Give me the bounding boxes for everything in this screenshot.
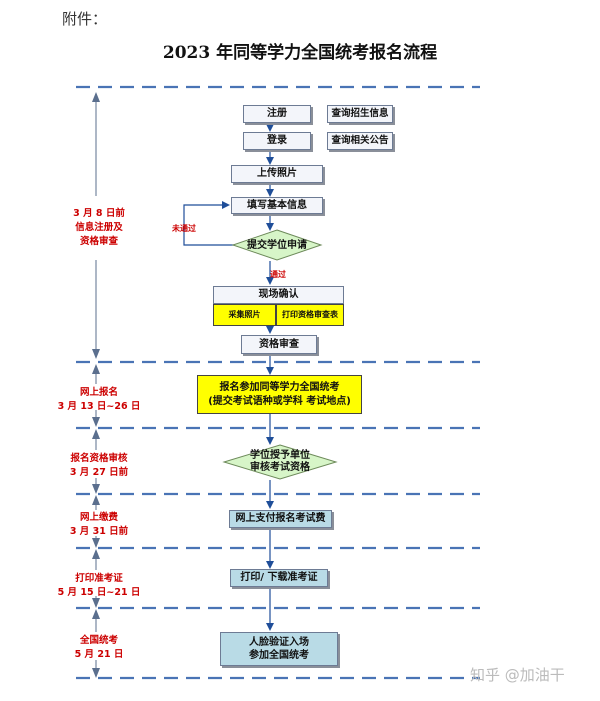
phase-label: 打印准考证 5 月 15 日~21 日 (57, 573, 141, 598)
fill-basic-info-step: 填写基本信息 (231, 197, 323, 214)
phase-label: 报名资格审核 3 月 27 日前 (69, 453, 129, 478)
pay-fee-step: 网上支付报名考试费 (229, 510, 332, 528)
national-exam-step: 人脸验证入场 参加全国统考 (220, 632, 338, 666)
phase-label: 全国统考 5 月 21 日 (74, 635, 124, 660)
university-review-decision: 学位授予单位 审核考试资格 (250, 450, 310, 473)
apply-exam-step: 报名参加同等学力全国统考 (提交考试语种或学科 考试地点) (197, 375, 362, 414)
phase-label: 网上缴费 3 月 31 日前 (69, 512, 129, 537)
phase-label: 3 月 8 日前 信息注册及 资格审查 (73, 208, 125, 247)
print-review-form-step: 打印资格审查表 (276, 304, 344, 326)
phase-label: 网上报名 3 月 13 日~26 日 (57, 387, 141, 412)
attachment-label: 附件： (62, 10, 108, 28)
query-admission-info: 查询招生信息 (327, 105, 393, 123)
onsite-confirm-step: 现场确认 (213, 286, 344, 304)
collect-photo-step: 采集照片 (213, 304, 276, 326)
watermark: 知乎 @加油干 (470, 666, 565, 684)
submit-degree-decision: 提交学位申请 (247, 239, 307, 251)
qualification-review-step: 资格审查 (241, 335, 317, 354)
decision-diamond (231, 229, 323, 261)
passed-label: 通过 (270, 270, 286, 279)
print-ticket-step: 打印/ 下载准考证 (230, 569, 328, 587)
decision-diamond (222, 444, 338, 480)
not-passed-label: 未通过 (172, 224, 196, 233)
query-notice-info: 查询相关公告 (327, 132, 393, 150)
register-step: 注册 (243, 105, 311, 123)
login-step: 登录 (243, 132, 311, 150)
page-title: 2023 年同等学力全国统考报名流程 (162, 43, 438, 63)
upload-photo-step: 上传照片 (231, 165, 323, 183)
